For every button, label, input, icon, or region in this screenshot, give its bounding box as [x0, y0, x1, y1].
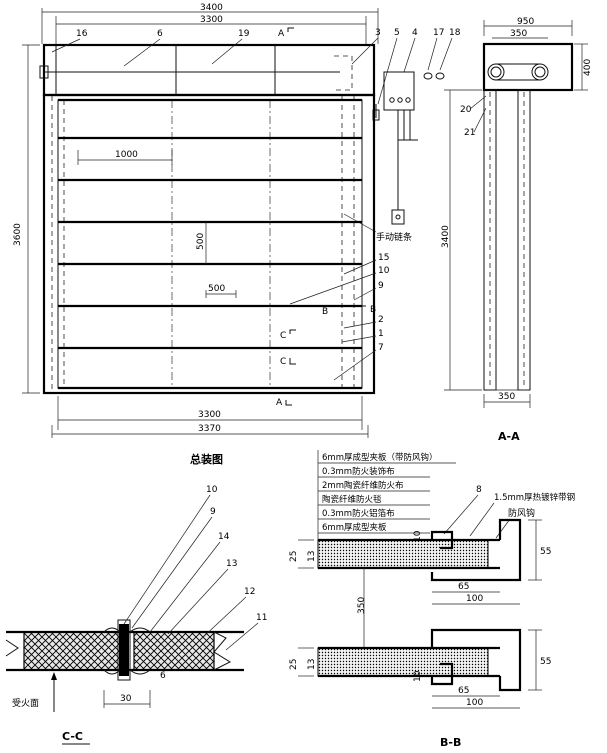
- cc-callout-11: 11: [256, 613, 267, 623]
- bb-dim-65-lower: 65: [458, 686, 469, 696]
- callout-5: 5: [394, 28, 400, 38]
- bb-layer-2: 0.3mm防火装饰布: [322, 466, 395, 477]
- bb-dim-100-lower: 100: [466, 698, 483, 708]
- callout-3: 3: [375, 28, 381, 38]
- cc-dim-width: 30: [120, 694, 132, 704]
- callout-10: 10: [378, 266, 390, 276]
- fire-side-label: 受火面: [12, 697, 39, 709]
- callout-15: 15: [378, 253, 389, 263]
- cc-callout-12: 12: [244, 587, 255, 597]
- bb-dim-25-lower: 25: [289, 659, 299, 670]
- dim-top-inner: 3300: [200, 15, 223, 25]
- bb-dim-55-upper: 55: [540, 547, 551, 557]
- cc-section-view: 10 9 14 13 12 11 30 6 受火面 C-C: [5, 485, 267, 745]
- aa-view-caption: A-A: [498, 430, 520, 443]
- dim-horizontal-span: 1000: [115, 150, 138, 160]
- main-view: 3400 3300 16 6 19 A 3 5 4 17 18: [13, 3, 461, 466]
- main-view-caption: 总装图: [190, 452, 223, 466]
- aa-dim-height: 3400: [441, 225, 451, 248]
- bb-layer-3: 2mm陶瓷纤维防火布: [322, 480, 403, 491]
- cc-dim-thickness: 6: [160, 671, 166, 681]
- bb-dim-100-upper: 100: [466, 594, 483, 604]
- bb-layer-5: 0.3mm防火铝箔布: [322, 508, 395, 519]
- bb-dim-55-lower: 55: [540, 657, 551, 667]
- section-mark-a-top: A: [278, 29, 285, 39]
- section-mark-b-right: B: [370, 305, 376, 315]
- bb-dim-13-upper: 13: [307, 551, 317, 562]
- bb-steel-label: 1.5mm厚热镀锌带钢: [494, 492, 575, 503]
- callout-9: 9: [378, 281, 384, 291]
- callout-17: 17: [433, 28, 444, 38]
- cc-callout-13: 13: [226, 559, 237, 569]
- aa-dim-box-height: 400: [583, 59, 593, 76]
- bb-layer-1: 6mm厚成型夹板（带防风钩）: [322, 452, 437, 463]
- bb-section-view: 6mm厚成型夹板（带防风钩） 0.3mm防火装饰布 2mm陶瓷纤维防火布 陶瓷纤…: [289, 450, 575, 749]
- cc-callout-14: 14: [218, 532, 230, 542]
- bb-hook-label: 防风钩: [508, 507, 535, 519]
- callout-2: 2: [378, 315, 384, 325]
- callout-19: 19: [238, 29, 250, 39]
- section-mark-a-bottom: A: [276, 398, 283, 408]
- callout-18: 18: [449, 28, 461, 38]
- bb-dim-13-lower: 13: [307, 659, 317, 670]
- bb-dim-65-upper: 65: [458, 582, 469, 592]
- aa-callout-20: 20: [460, 105, 472, 115]
- dim-bottom-outer: 3370: [198, 424, 221, 434]
- dim-bottom-inner: 3300: [198, 410, 221, 420]
- cc-callout-9: 9: [210, 507, 216, 517]
- callout-7: 7: [378, 343, 384, 353]
- callout-1: 1: [378, 329, 384, 339]
- aa-section-view: 950 350 400 20 21 3400 350 A-A: [441, 17, 593, 443]
- section-mark-c-upper: C: [280, 331, 286, 341]
- section-mark-c-lower: C: [280, 357, 286, 367]
- dim-height: 3600: [13, 223, 23, 246]
- aa-dim-drum: 350: [510, 29, 527, 39]
- section-mark-b-left: B: [322, 307, 328, 317]
- cc-callout-10: 10: [206, 485, 218, 495]
- cc-view-caption: C-C: [62, 730, 83, 743]
- callout-6: 6: [157, 29, 163, 39]
- manual-chain-label: 手动链条: [376, 231, 412, 243]
- aa-dim-top-width: 950: [517, 17, 534, 27]
- bb-dim-25-upper: 25: [289, 551, 299, 562]
- bb-dim-350: 350: [357, 597, 367, 614]
- bb-layer-4: 陶瓷纤维防火毯: [322, 494, 382, 505]
- dim-grid-500: 500: [208, 284, 225, 294]
- curtain-slats: [58, 98, 362, 390]
- bb-dim-10-upper: 10: [413, 530, 423, 542]
- bb-layer-6: 6mm厚成型夹板: [322, 522, 387, 533]
- callout-4: 4: [412, 28, 418, 38]
- aa-dim-bottom-width: 350: [498, 392, 515, 402]
- callout-16: 16: [76, 29, 88, 39]
- dim-slat-spacing: 500: [196, 233, 206, 250]
- bb-callout-8: 8: [476, 485, 482, 495]
- aa-callout-21: 21: [464, 128, 475, 138]
- bb-dim-10-lower: 10: [413, 670, 423, 682]
- dim-top-outer: 3400: [200, 3, 223, 13]
- bb-view-caption: B-B: [440, 736, 461, 749]
